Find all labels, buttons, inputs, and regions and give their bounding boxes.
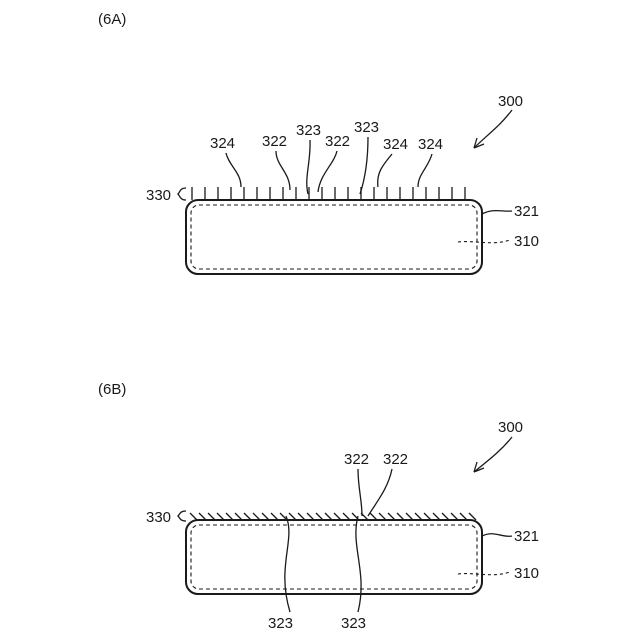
panel-6a-leader-324-b xyxy=(378,154,392,187)
panel-6a-label-324-a: 324 xyxy=(210,135,235,152)
panel-6b-bristle xyxy=(307,513,314,520)
panel-6a-bristle-layer xyxy=(192,187,465,200)
panel-6a: (6A) 300 330 321 310 324 322 323 322 323… xyxy=(98,11,539,274)
panel-6b-outer-layer xyxy=(186,520,482,594)
panel-6b-bristle xyxy=(397,513,404,520)
panel-6b-label-323-a: 323 xyxy=(268,615,293,632)
panel-6a-outer-label: 321 xyxy=(514,203,539,220)
panel-6b-bristle xyxy=(334,513,341,520)
panel-6b-caption: (6B) xyxy=(98,381,126,398)
panel-6b-bristle xyxy=(460,513,467,520)
panel-6a-label-324-b: 324 xyxy=(383,136,408,153)
panel-6b-outer-label: 321 xyxy=(514,528,539,545)
panel-6a-leader-323-a xyxy=(307,140,310,194)
panel-6b-layer-brace xyxy=(178,511,186,521)
panel-6a-core xyxy=(191,205,477,269)
panel-6b-bristle xyxy=(262,513,269,520)
panel-6b-leader-322-b xyxy=(368,469,392,516)
panel-6b-bristle xyxy=(217,513,224,520)
panel-6b-bristle xyxy=(379,513,386,520)
panel-6a-device-label: 300 xyxy=(498,93,523,110)
panel-6a-leader-322-b xyxy=(318,151,337,192)
panel-6b-bristle xyxy=(271,513,278,520)
panel-6b-bristle xyxy=(298,513,305,520)
panel-6b-bristle xyxy=(469,513,476,520)
panel-6b-bristle xyxy=(235,513,242,520)
panel-6b-leader-323-a xyxy=(285,516,290,612)
panel-6a-leader-324-a xyxy=(226,153,241,187)
panel-6a-layer-brace xyxy=(178,188,186,200)
panel-6b-core-label: 310 xyxy=(514,565,539,582)
panel-6a-core-label: 310 xyxy=(514,233,539,250)
panel-6b-bristle xyxy=(442,513,449,520)
panel-6b-bristle xyxy=(406,513,413,520)
panel-6b-label-323-b: 323 xyxy=(341,615,366,632)
panel-6a-layer-label: 330 xyxy=(146,187,171,204)
panel-6a-outer-layer xyxy=(186,200,482,274)
panel-6b-bristle xyxy=(451,513,458,520)
panel-6b-bristle xyxy=(415,513,422,520)
panel-6b-bristle xyxy=(433,513,440,520)
panel-6b-label-322-b: 322 xyxy=(383,451,408,468)
panel-6b-label-322-a: 322 xyxy=(344,451,369,468)
panel-6b-bristle xyxy=(244,513,251,520)
panel-6b-device-label: 300 xyxy=(498,419,523,436)
panel-6b: (6B) 300 330 321 310 322 322 323 323 xyxy=(98,381,539,632)
panel-6a-leader-322-a xyxy=(276,151,290,190)
panel-6b-leader-323-b xyxy=(356,516,361,612)
panel-6b-bristle xyxy=(424,513,431,520)
panel-6b-bristle xyxy=(325,513,332,520)
panel-6a-core-leader xyxy=(458,240,510,243)
panel-6a-label-323-a: 323 xyxy=(296,122,321,139)
panel-6b-bristle xyxy=(289,513,296,520)
panel-6b-core-leader xyxy=(458,572,510,575)
panel-6a-leader-323-b xyxy=(360,137,368,194)
panel-6a-leader-324-c xyxy=(418,154,432,187)
panel-6a-outer-leader xyxy=(482,211,512,214)
panel-6a-label-324-c: 324 xyxy=(418,136,443,153)
panel-6a-caption: (6A) xyxy=(98,11,126,28)
panel-6b-core xyxy=(191,525,477,589)
panel-6b-leader-322-a xyxy=(358,469,362,516)
panel-6b-bristle xyxy=(343,513,350,520)
panel-6b-bristle xyxy=(370,513,377,520)
panel-6b-bristle xyxy=(226,513,233,520)
panel-6b-bristle xyxy=(253,513,260,520)
panel-6b-outer-leader xyxy=(482,534,512,537)
panel-6a-label-322-b: 322 xyxy=(325,133,350,150)
panel-6b-bristle-layer xyxy=(190,513,476,520)
panel-6a-label-322-a: 322 xyxy=(262,133,287,150)
panel-6b-layer-label: 330 xyxy=(146,509,171,526)
panel-6a-label-323-b: 323 xyxy=(354,119,379,136)
panel-6b-bristle xyxy=(316,513,323,520)
panel-6b-bristle xyxy=(208,513,215,520)
panel-6b-bristle xyxy=(388,513,395,520)
panel-6b-device-arrow-shaft xyxy=(474,437,512,472)
panel-6b-bristle xyxy=(199,513,206,520)
panel-6a-device-arrow-shaft xyxy=(474,110,512,148)
panel-6b-bristle xyxy=(190,513,197,520)
